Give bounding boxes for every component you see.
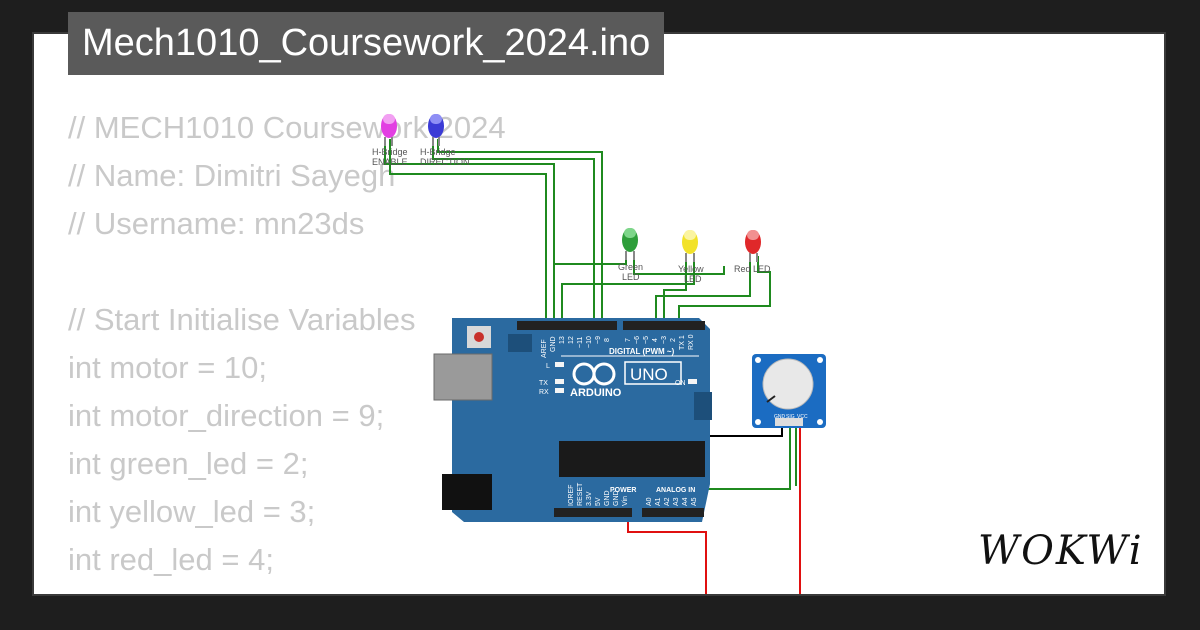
- red-led-label: Red LED: [734, 264, 771, 274]
- pin-10-label: ~10: [586, 336, 593, 348]
- bottom-pin-labels: IOREF RESET 3.3V 5V GND GND Vin A0 A1 A2…: [568, 482, 698, 506]
- code-line: // Start Initialise Variables: [68, 302, 416, 337]
- digital-pin-labels: AREF GND 13 12 ~11 ~10 ~9 8 7 ~6 ~5 4 ~3…: [541, 334, 695, 358]
- digital-header-high: [517, 321, 617, 330]
- led-highlight: [747, 230, 759, 240]
- led-highlight: [430, 114, 442, 124]
- potentiometer[interactable]: GND SIG VCC: [752, 354, 826, 428]
- code-line: // Username: mn23ds: [68, 206, 365, 241]
- arduino-logo-icon: [572, 362, 616, 386]
- enable-led-label1: H-Bridge: [372, 147, 408, 157]
- yellow-led-label2: LED: [684, 274, 702, 284]
- pin-6-label: ~6: [634, 336, 641, 344]
- a5-label: A5: [691, 497, 698, 506]
- enable-led[interactable]: H-Bridge ENABLE: [372, 114, 408, 167]
- reset-button-cap: [474, 332, 484, 342]
- reset-label: RESET: [577, 482, 584, 506]
- a0-label: A0: [646, 497, 653, 506]
- code-line: int red_led = 4;: [68, 542, 274, 577]
- on-led: [688, 379, 697, 384]
- green-led-label2: LED: [622, 272, 640, 282]
- pin-7-label: 7: [625, 338, 632, 342]
- pin-aref-label: AREF: [541, 339, 548, 358]
- code-line: int motor_direction = 9;: [68, 398, 385, 433]
- rx-led-label: RX: [539, 389, 549, 396]
- digital-header-low: [623, 321, 705, 330]
- green-led-label1: Green: [618, 262, 643, 272]
- direction-led-label2: DIRECTION: [420, 157, 470, 167]
- pin-13-label: 13: [559, 336, 566, 344]
- pin-8-label: 8: [604, 338, 611, 342]
- icsp-header: [508, 334, 532, 352]
- led-highlight: [383, 114, 395, 124]
- arduino-brand: ARDUINO: [570, 387, 622, 399]
- pin-12-label: 12: [568, 336, 575, 344]
- code-line: int green_led = 2;: [68, 446, 309, 481]
- pin-5-label: ~5: [643, 336, 650, 344]
- analog-label: ANALOG IN: [656, 487, 695, 494]
- led-highlight: [684, 230, 696, 240]
- usb-port: [433, 353, 493, 401]
- power-header: [554, 508, 632, 517]
- l-led: [555, 362, 564, 367]
- power-jack: [442, 474, 492, 510]
- tx-led: [555, 379, 564, 384]
- atmega-chip: [559, 441, 705, 477]
- l-led-label: L: [546, 363, 550, 370]
- pot-gnd-label: GND: [774, 414, 786, 420]
- code-line: int motor = 10;: [68, 350, 268, 385]
- a4-label: A4: [682, 497, 689, 506]
- pin-9-label: ~9: [595, 336, 602, 344]
- analog-header: [642, 508, 704, 517]
- v33-label: 3.3V: [586, 491, 593, 506]
- code-preview: // MECH1010 Coursework 2024 // Name: Dim…: [68, 104, 506, 594]
- code-line: // Name: Dimitri Sayegh: [68, 158, 396, 193]
- vin-label: Vin: [622, 496, 629, 506]
- pin-11-label: ~11: [577, 337, 584, 348]
- pin-4-label: 4: [652, 338, 659, 342]
- v5-label: 5V: [595, 497, 602, 506]
- power-label: POWER: [610, 487, 636, 494]
- icsp-header-2: [694, 392, 712, 420]
- code-line: int yellow_led = 3;: [68, 494, 316, 529]
- code-line: int ...: [68, 584, 506, 594]
- pot-vcc-label: VCC: [797, 414, 808, 420]
- pot-sig-label: SIG: [786, 414, 795, 420]
- digital-pwm-label: DIGITAL (PWM ~): [609, 347, 675, 356]
- green-led[interactable]: Green LED: [618, 228, 643, 282]
- a1-label: A1: [655, 497, 662, 506]
- pot-knob[interactable]: [762, 358, 814, 410]
- code-line: // MECH1010 Coursework 2024: [68, 110, 506, 145]
- yellow-led-label1: Yellow: [678, 264, 704, 274]
- gnd-a-label: GND: [604, 490, 611, 506]
- arduino-uno-board[interactable]: AREF GND 13 12 ~11 ~10 ~9 8 7 ~6 ~5 4 ~3…: [433, 318, 712, 522]
- pin-tx-label: TX 1: [679, 335, 686, 350]
- red-led[interactable]: Red LED: [734, 230, 771, 274]
- file-title: Mech1010_Coursework_2024.ino: [68, 12, 665, 75]
- gnd-b-label: GND: [613, 490, 620, 506]
- pin-3-label: ~3: [661, 336, 668, 344]
- uno-model: UNO: [630, 365, 668, 384]
- led-highlight: [624, 228, 636, 238]
- preview-card: // MECH1010 Coursework 2024 // Name: Dim…: [34, 34, 1164, 594]
- direction-led[interactable]: H-Bridge DIRECTION: [420, 114, 470, 167]
- ioref-label: IOREF: [568, 485, 575, 506]
- pot-pin-labels: GND SIG VCC: [774, 414, 808, 420]
- tx-led-label: TX: [539, 380, 548, 387]
- pin-2-label: 2: [670, 338, 677, 342]
- pin-gnd-label: GND: [550, 336, 557, 352]
- yellow-led[interactable]: Yellow LED: [678, 230, 704, 284]
- wokwi-logo: WOKWi: [978, 528, 1144, 574]
- direction-led-label1: H-Bridge: [420, 147, 456, 157]
- rx-led: [555, 388, 564, 393]
- a2-label: A2: [664, 497, 671, 506]
- pin-rx-label: RX 0: [688, 334, 695, 350]
- circuit-diagram: H-Bridge ENABLE H-Bridge DIRECTION Green…: [372, 114, 826, 594]
- a3-label: A3: [673, 497, 680, 506]
- uno-box: [624, 361, 682, 385]
- enable-led-label2: ENABLE: [372, 157, 408, 167]
